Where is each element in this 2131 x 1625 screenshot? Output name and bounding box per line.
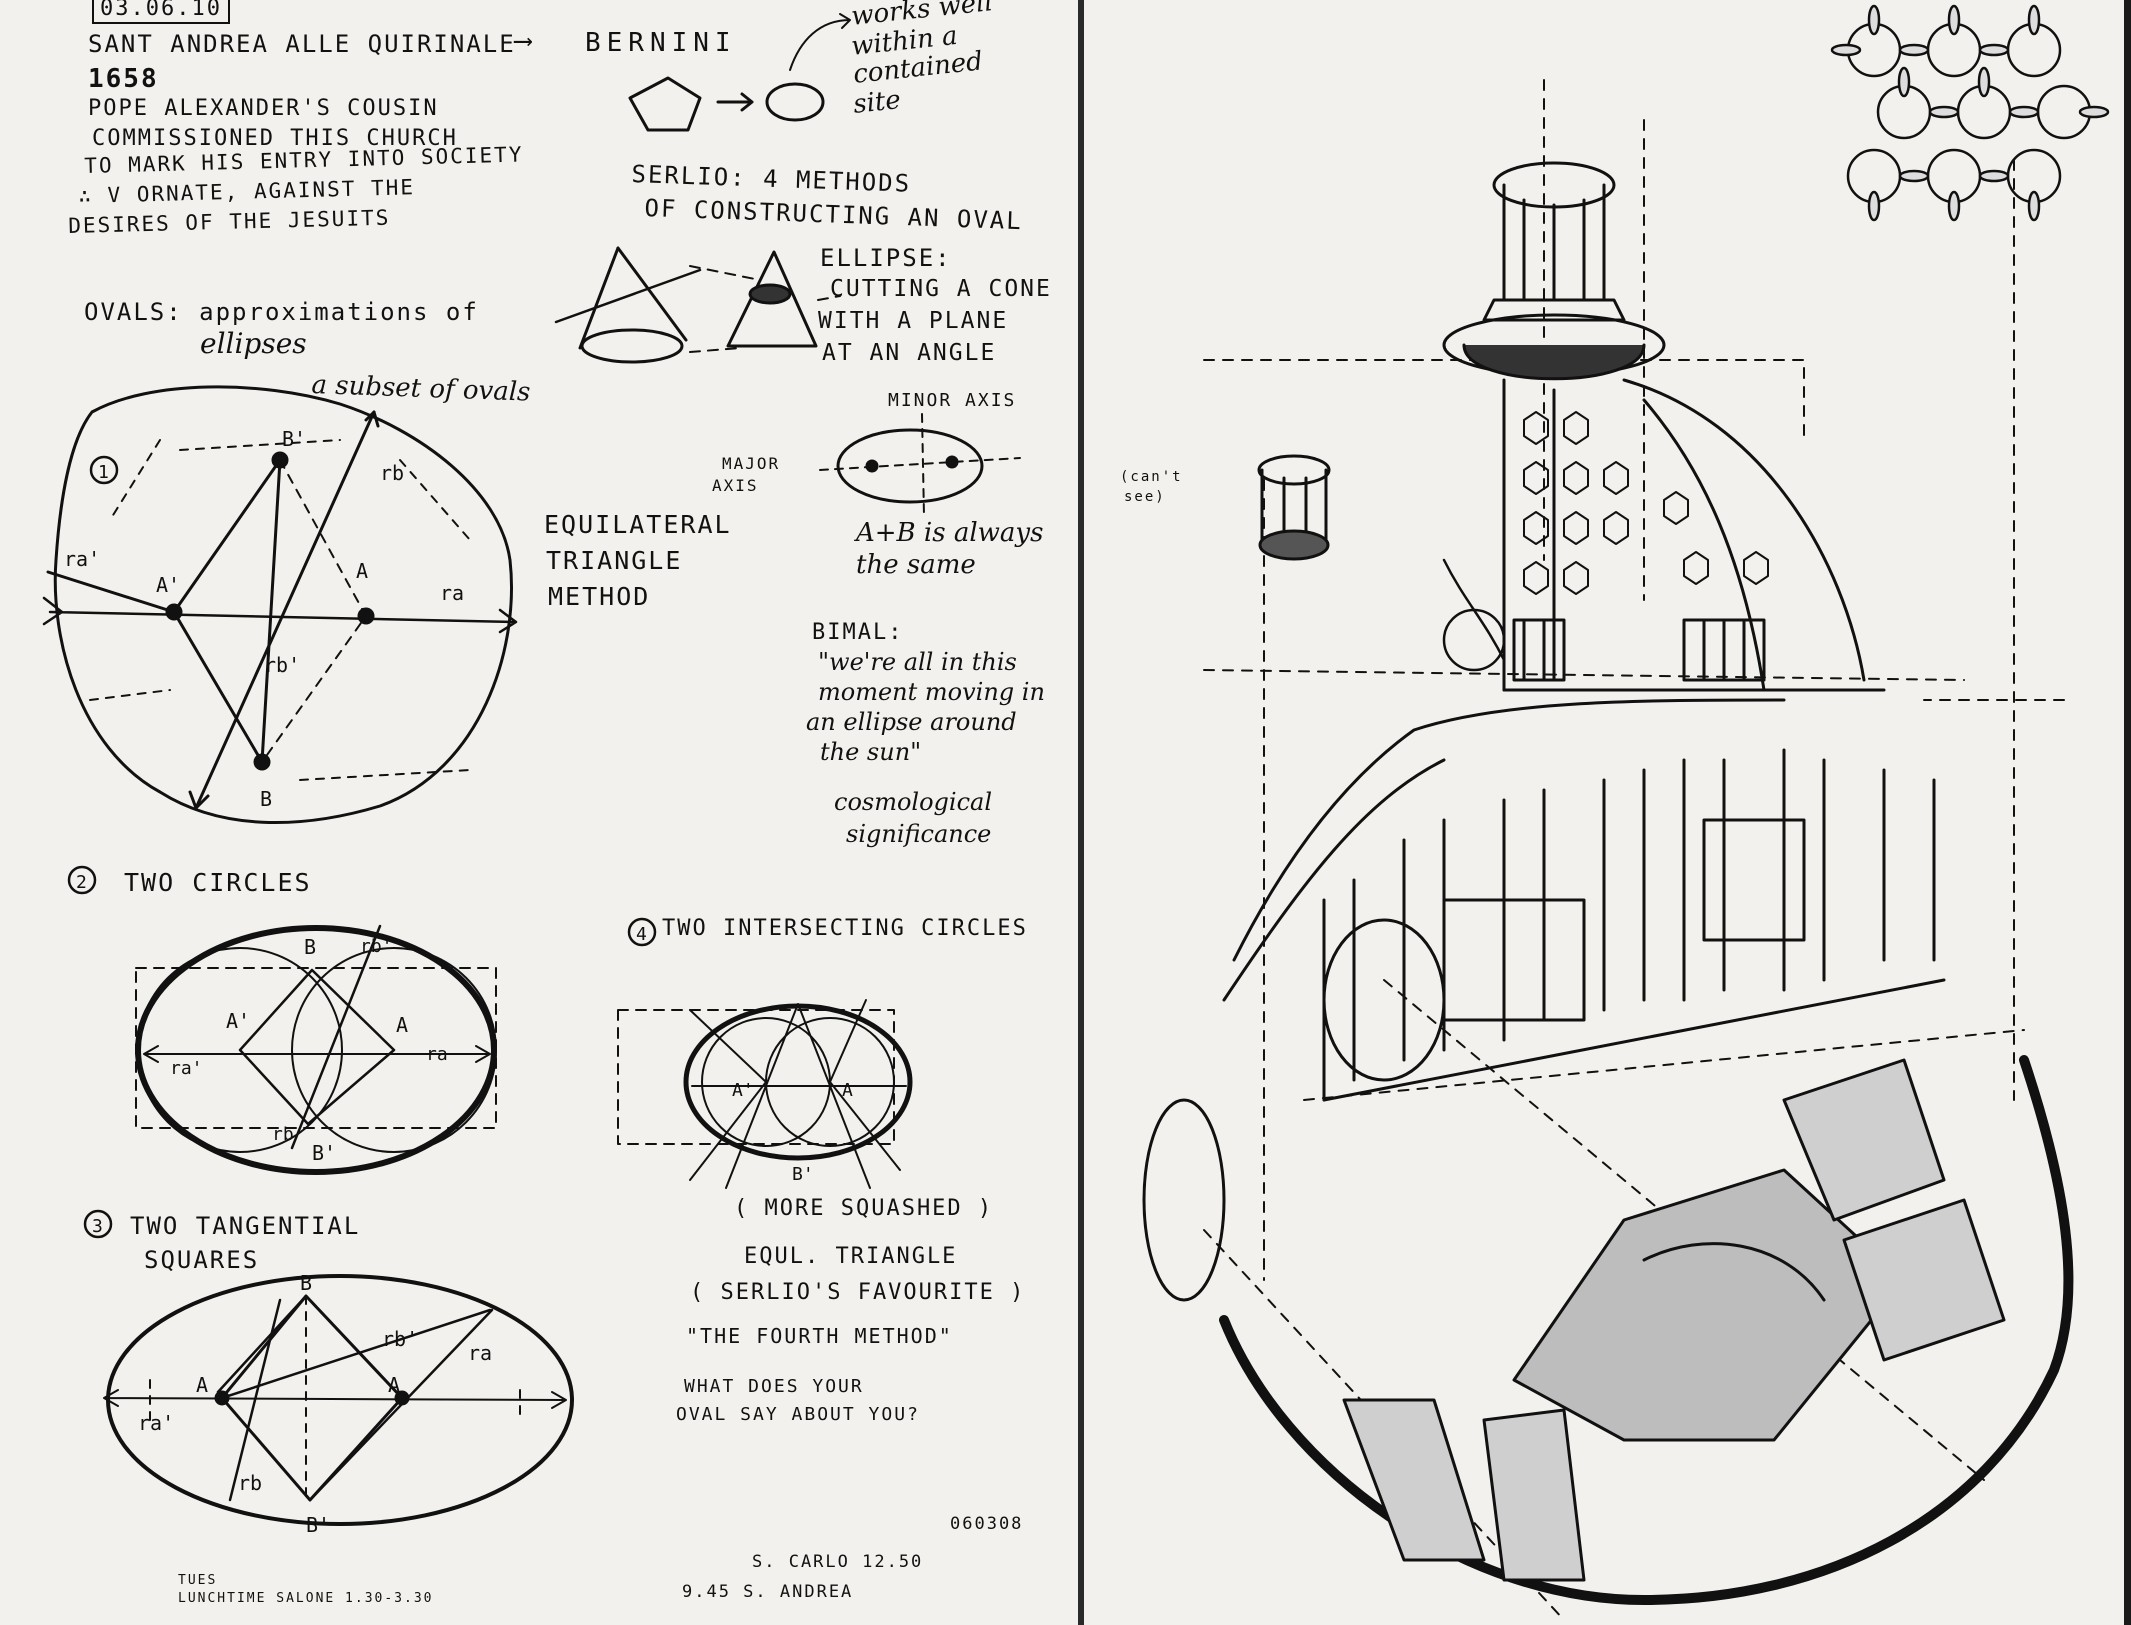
more-squashed: ( MORE SQUASHED ) <box>734 1196 994 1221</box>
svg-text:2: 2 <box>76 872 87 893</box>
serlio-favourite: ( SERLIO'S FAVOURITE ) <box>690 1280 1026 1305</box>
ellipse-def-3: WITH A PLANE <box>818 308 1009 334</box>
ellipse-def-2: CUTTING A CONE <box>830 276 1052 302</box>
svg-text:B': B' <box>282 427 306 451</box>
fourth-method: "THE FOURTH METHOD" <box>686 1324 953 1348</box>
method1-line-2: TRIANGLE <box>546 546 683 575</box>
svg-text:B: B <box>304 935 316 959</box>
church-title: SANT ANDREA ALLE QUIRINALE <box>88 30 516 58</box>
svg-text:B': B' <box>312 1141 336 1165</box>
svg-text:B: B <box>260 787 272 811</box>
svg-text:rb: rb <box>380 461 404 485</box>
svg-text:A: A <box>196 1373 208 1397</box>
date-box: 03.06.10 <box>92 0 230 24</box>
year: 1658 <box>88 64 159 94</box>
method3-title-1: TWO TANGENTIAL <box>130 1212 361 1240</box>
cosmo-2: significance <box>846 820 992 848</box>
svg-text:ra: ra <box>468 1341 492 1365</box>
svg-text:ra: ra <box>426 1044 448 1065</box>
tangential-squares-diagram: 3 B A A ra' ra rb' rb B' <box>83 1209 574 1537</box>
method2-title: TWO CIRCLES <box>124 868 312 897</box>
two-circles-diagram: 2 B A' A ra' ra rb' rb B' <box>67 865 497 1175</box>
svg-text:A: A <box>356 559 368 583</box>
svg-text:ra': ra' <box>170 1058 203 1079</box>
oval-pattern-sketch <box>1830 4 2110 222</box>
svg-text:A': A' <box>732 1080 754 1101</box>
svg-text:ra': ra' <box>64 547 100 571</box>
bimal-name: BIMAL: <box>812 620 904 645</box>
svg-text:A': A' <box>156 573 180 597</box>
church-sketch <box>1142 4 2110 1621</box>
commission-line-2: COMMISSIONED THIS CHURCH <box>92 126 458 151</box>
equilateral-triangle-diagram: 1 B' rb A' A ra' ra rb' B <box>42 385 518 825</box>
left-page: 03.06.10 SANT ANDREA ALLE QUIRINALE ⟶ BE… <box>0 0 1078 1625</box>
ab-same-2: the same <box>856 550 976 580</box>
schedule-1: S. CARLO 12.50 <box>752 1552 924 1572</box>
bimal-quote-3: an ellipse around <box>806 708 1017 736</box>
method4-title: TWO INTERSECTING CIRCLES <box>662 916 1028 941</box>
svg-text:B': B' <box>792 1164 814 1185</box>
svg-text:3: 3 <box>92 1216 103 1237</box>
ab-same-1: A+B is always <box>856 518 1044 548</box>
right-page: (can't see) <box>1084 0 2124 1625</box>
equl-triangle: EQUL. TRIANGLE <box>744 1244 958 1269</box>
svg-text:A: A <box>396 1013 408 1037</box>
svg-text:rb': rb' <box>382 1327 418 1351</box>
small-oval-shape <box>765 82 825 122</box>
lantern-sketch <box>1442 161 1666 381</box>
svg-text:ra': ra' <box>138 1411 174 1435</box>
book-spine <box>1078 0 1084 1625</box>
cone-diagram <box>554 246 841 364</box>
method3-title-2: SQUARES <box>144 1246 260 1274</box>
what-oval-1: WHAT DOES YOUR <box>684 1376 864 1397</box>
svg-text:A: A <box>388 1373 400 1397</box>
bimal-quote-4: the sun" <box>820 738 922 766</box>
svg-text:rb: rb <box>238 1471 262 1495</box>
floor-plan-sketch <box>1219 1055 2074 1605</box>
tues-1: TUES <box>178 1573 218 1588</box>
side-lantern-sketch <box>1257 454 1331 561</box>
bimal-quote-1: "we're all in this <box>818 648 1017 676</box>
label-one: 1 <box>98 462 109 483</box>
ovals-definition-1: OVALS: approximations of <box>84 298 479 326</box>
left-page-drawings: 1 B' rb A' A ra' ra rb' B 2 <box>42 13 1021 1537</box>
svg-text:B': B' <box>306 1513 330 1537</box>
pentagon-shape <box>628 76 702 132</box>
svg-text:B: B <box>300 1271 312 1295</box>
major-axis-label-2: AXIS <box>712 476 759 495</box>
cosmo-1: cosmological <box>834 788 993 816</box>
ovals-definition-2: ellipses <box>200 327 307 360</box>
cant-see-2: see) <box>1124 489 1166 505</box>
cant-see-1: (can't <box>1120 469 1183 485</box>
tues-2: LUNCHTIME SALONE 1.30-3.30 <box>178 1591 434 1606</box>
commission-line-1: POPE ALEXANDER'S COUSIN <box>88 96 439 121</box>
ellipse-def-4: AT AN ANGLE <box>822 340 997 366</box>
method1-line-3: METHOD <box>548 582 651 611</box>
dome-sketch <box>1502 378 1886 692</box>
method1-line-1: EQUILATERAL <box>544 510 732 539</box>
ellipse-def-1: ELLIPSE: <box>820 244 952 272</box>
bimal-quote-2: moment moving in <box>818 678 1045 706</box>
what-oval-2: OVAL SAY ABOUT YOU? <box>676 1404 920 1425</box>
facade-sketch <box>1142 558 1946 1302</box>
svg-text:rb': rb' <box>264 653 300 677</box>
svg-text:rb: rb <box>272 1124 294 1145</box>
axes-oval-diagram <box>819 413 1021 517</box>
arrow-icon: ⟶ <box>515 26 533 56</box>
svg-text:rb': rb' <box>360 936 393 957</box>
schedule-2: 9.45 S. ANDREA <box>682 1582 854 1602</box>
minor-axis-label: MINOR AXIS <box>888 390 1017 411</box>
svg-text:A': A' <box>226 1009 250 1033</box>
major-axis-label-1: MAJOR <box>722 454 781 473</box>
architect-name: BERNINI <box>585 28 737 58</box>
intersecting-circles-diagram: 4 A' A B' <box>617 917 913 1189</box>
date-code: 060308 <box>950 1514 1024 1534</box>
svg-text:A: A <box>842 1080 853 1101</box>
svg-text:4: 4 <box>636 924 647 945</box>
svg-text:ra: ra <box>440 581 464 605</box>
